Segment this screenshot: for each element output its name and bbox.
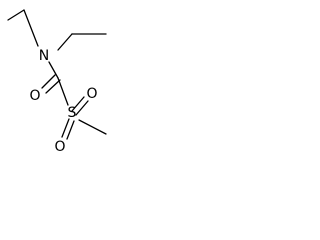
bond-n-carbonyl-c bbox=[48, 61, 59, 79]
sulfonyl-oxygen-top-atom-label: O bbox=[86, 86, 97, 102]
bond-so-top-double-2 bbox=[75, 100, 89, 116]
bond-s-methyl bbox=[78, 119, 107, 135]
sulfonyl-oxygen-bottom-atom-label: O bbox=[54, 139, 65, 155]
molecule-structure-diagram: N O S O O bbox=[7, 9, 107, 155]
nitrogen-atom-label: N bbox=[39, 48, 49, 64]
bond-so-bottom-double-1 bbox=[61, 118, 70, 138]
bond-ethyl2-ch2-n bbox=[57, 33, 73, 51]
bond-ethyl1-ch3-ch2 bbox=[7, 9, 25, 21]
bond-carbonyl-double-1 bbox=[41, 74, 56, 89]
bond-carbonyl-c-s bbox=[57, 77, 69, 106]
carbonyl-oxygen-atom-label: O bbox=[29, 88, 40, 104]
bond-so-bottom-double-2 bbox=[66, 120, 75, 140]
bond-ethyl1-ch2-n bbox=[23, 9, 39, 47]
bond-so-top-double-1 bbox=[71, 96, 85, 112]
sulfur-atom-label: S bbox=[68, 105, 77, 121]
bond-carbonyl-double-2 bbox=[45, 79, 61, 94]
